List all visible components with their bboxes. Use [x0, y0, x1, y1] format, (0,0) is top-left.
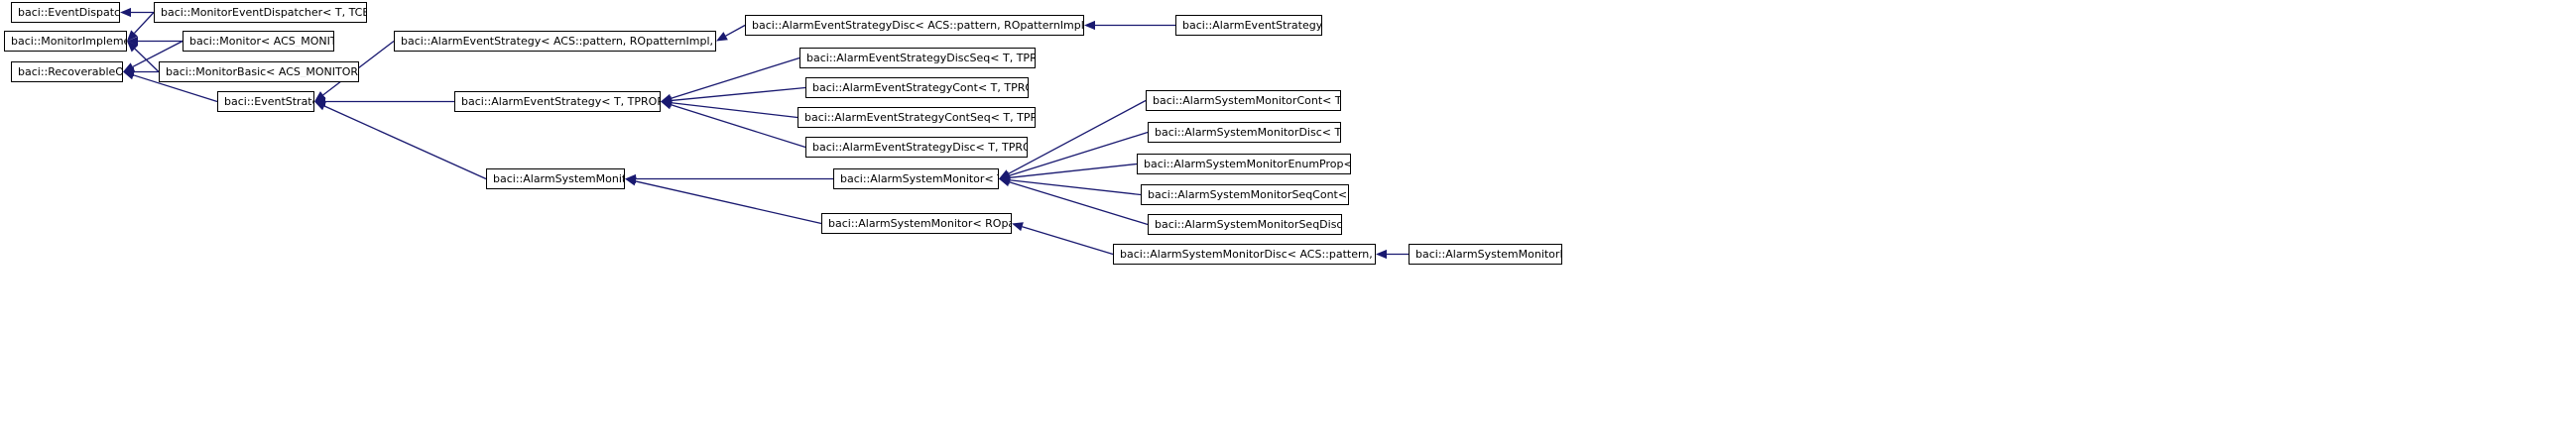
class-node-alarmEventStrategy[interactable]: baci::AlarmEventStrategy< T, TPROP, TALA… [454, 91, 661, 112]
class-node-label: baci::AlarmSystemMonitorDisc< T, TPROP > [1155, 127, 1340, 138]
class-node-label: baci::EventStrategy [224, 96, 313, 107]
arrow-head-icon [123, 62, 135, 72]
class-node-label: baci::AlarmEventStrategyDisc< T, TPROP, … [812, 142, 1027, 153]
class-node-label: baci::AlarmSystemMonitorBase [493, 173, 624, 184]
class-node-label: baci::AlarmEventStrategy< ACS::pattern, … [401, 36, 715, 47]
class-node-alarmSystemMonitorSeqCont[interactable]: baci::AlarmSystemMonitorSeqCont< T, TPRO… [1141, 184, 1349, 205]
inheritance-edge [661, 98, 798, 119]
arrow-head-icon [999, 175, 1011, 185]
class-node-label: baci::MonitorEventDispatcher< T, TCB, PO… [161, 7, 366, 18]
inheritance-edge [999, 175, 1142, 196]
class-node-alarmSystemMonitorDiscPattern[interactable]: baci::AlarmSystemMonitorDisc< ACS::patte… [1113, 244, 1376, 265]
inheritance-edge [123, 66, 159, 77]
class-node-eventDispatcher[interactable]: baci::EventDispatcher [11, 2, 120, 23]
class-node-label: baci::AlarmSystemMonitorDisc< ACS::patte… [1120, 249, 1375, 260]
inheritance-edge [1376, 249, 1409, 260]
class-node-label: baci::AlarmEventStrategyDisc< ACS::patte… [752, 20, 1083, 31]
class-node-label: baci::AlarmEventStrategy< T, TPROP, TALA… [461, 96, 660, 107]
arrow-head-icon [661, 98, 673, 108]
class-node-alarmEventStrategyDiscPattern[interactable]: baci::AlarmEventStrategyDisc< ACS::patte… [745, 15, 1084, 36]
class-node-alarmSystemMonitorPattern[interactable]: baci::AlarmSystemMonitorPattern [1409, 244, 1562, 265]
class-node-label: baci::AlarmEventStrategyDiscSeq< T, TPRO… [806, 53, 1035, 63]
class-node-label: baci::RecoverableObject [18, 66, 122, 77]
class-node-label: baci::AlarmSystemMonitorEnumProp< T, TPR… [1144, 159, 1350, 169]
inheritance-edge [314, 96, 454, 107]
class-node-alarmEventStrategyCont[interactable]: baci::AlarmEventStrategyCont< T, TPROP, … [805, 77, 1029, 98]
class-node-monitor[interactable]: baci::Monitor< ACS_MONITOR_C > [183, 31, 334, 52]
class-node-label: baci::MonitorBasic< ACS_MONITOR_BASIC_C … [166, 66, 358, 77]
inheritance-edge [661, 56, 800, 103]
class-node-alarmEventStrategyDiscSeq[interactable]: baci::AlarmEventStrategyDiscSeq< T, TPRO… [799, 48, 1036, 68]
arrow-head-icon [127, 30, 138, 42]
class-node-recoverableObject[interactable]: baci::RecoverableObject [11, 61, 123, 82]
class-node-label: baci::EventDispatcher [18, 7, 119, 18]
arrow-head-icon [625, 173, 636, 184]
class-node-monitorEventDispatcher[interactable]: baci::MonitorEventDispatcher< T, TCB, PO… [154, 2, 367, 23]
class-node-label: baci::AlarmEventStrategyCont< T, TPROP, … [812, 82, 1028, 93]
arrow-head-icon [999, 170, 1011, 180]
arrow-head-icon [661, 100, 673, 110]
arrow-head-icon [314, 101, 326, 111]
arrow-head-icon [127, 36, 138, 47]
class-node-label: baci::AlarmEventStrategyContSeq< T, TPRO… [804, 112, 1035, 123]
class-node-alarmEventStrategyContSeq[interactable]: baci::AlarmEventStrategyContSeq< T, TPRO… [797, 107, 1036, 128]
arrow-head-icon [661, 93, 673, 103]
class-node-label: baci::Monitor< ACS_MONITOR_C > [189, 36, 333, 47]
class-node-alarmEventStrategyPattern2[interactable]: baci::AlarmEventStrategy< ACS::pattern, … [394, 31, 716, 52]
arrow-head-icon [123, 70, 135, 80]
arrow-head-icon [1376, 249, 1387, 260]
arrow-head-icon [123, 66, 134, 77]
arrow-head-icon [314, 96, 325, 107]
inheritance-edge [314, 101, 487, 180]
class-node-label: baci::AlarmSystemMonitorSeqDisc< TPROP > [1155, 219, 1341, 230]
class-node-alarmEventStrategyPattern[interactable]: baci::AlarmEventStrategyPattern [1175, 15, 1322, 36]
inheritance-edge [625, 173, 833, 184]
class-node-alarmSystemMonitorBase[interactable]: baci::AlarmSystemMonitorBase [486, 168, 625, 189]
inheritance-edge [1012, 222, 1114, 256]
class-node-alarmEventStrategyDisc[interactable]: baci::AlarmEventStrategyDisc< T, TPROP, … [805, 137, 1028, 158]
class-node-label: baci::AlarmSystemMonitorCont< T, TPROP > [1153, 95, 1340, 106]
inheritance-edge [120, 7, 154, 18]
arrow-head-icon [999, 177, 1011, 187]
class-node-alarmSystemMonitorROpattern[interactable]: baci::AlarmSystemMonitor< ROpatternImpl … [821, 213, 1012, 234]
class-node-alarmSystemMonitorCont[interactable]: baci::AlarmSystemMonitorCont< T, TPROP > [1146, 90, 1341, 111]
inheritance-edge [661, 86, 806, 106]
inheritance-edge [661, 100, 806, 149]
inheritance-edge [127, 41, 160, 72]
inheritance-edge [127, 36, 183, 47]
arrow-head-icon [999, 169, 1011, 179]
arrow-head-icon [120, 7, 131, 18]
arrow-head-icon [716, 32, 728, 42]
class-node-alarmSystemMonitorSeqDisc[interactable]: baci::AlarmSystemMonitorSeqDisc< TPROP > [1148, 214, 1342, 235]
arrow-head-icon [661, 95, 673, 106]
class-node-label: baci::MonitorImplementator [11, 36, 126, 47]
class-node-label: baci::AlarmSystemMonitorPattern [1415, 249, 1561, 260]
class-node-monitorImplementator[interactable]: baci::MonitorImplementator [4, 31, 127, 52]
arrow-head-icon [314, 91, 326, 102]
inheritance-edge [716, 24, 746, 42]
inheritance-edge [999, 163, 1138, 182]
arrow-head-icon [1084, 20, 1095, 31]
arrow-head-icon [999, 172, 1011, 182]
inheritance-edge [1084, 20, 1175, 31]
arrow-head-icon [1012, 222, 1024, 232]
arrow-head-icon [625, 176, 637, 186]
arrow-head-icon [127, 41, 139, 53]
class-node-label: baci::AlarmEventStrategyPattern [1182, 20, 1321, 31]
inheritance-edge [127, 12, 155, 42]
class-node-alarmSystemMonitor[interactable]: baci::AlarmSystemMonitor< TPROP > [833, 168, 999, 189]
inheritance-edge [999, 177, 1149, 226]
class-node-label: baci::AlarmSystemMonitor< ROpatternImpl … [828, 218, 1011, 229]
inheritance-edge [625, 176, 822, 225]
class-node-monitorBasic[interactable]: baci::MonitorBasic< ACS_MONITOR_BASIC_C … [159, 61, 359, 82]
class-node-alarmSystemMonitorEnumProp[interactable]: baci::AlarmSystemMonitorEnumProp< T, TPR… [1137, 154, 1351, 174]
class-node-alarmSystemMonitorDisc[interactable]: baci::AlarmSystemMonitorDisc< T, TPROP > [1148, 122, 1341, 143]
class-node-label: baci::AlarmSystemMonitor< TPROP > [840, 173, 998, 184]
class-node-eventStrategy[interactable]: baci::EventStrategy [217, 91, 314, 112]
class-node-label: baci::AlarmSystemMonitorSeqCont< T, TPRO… [1148, 189, 1348, 200]
